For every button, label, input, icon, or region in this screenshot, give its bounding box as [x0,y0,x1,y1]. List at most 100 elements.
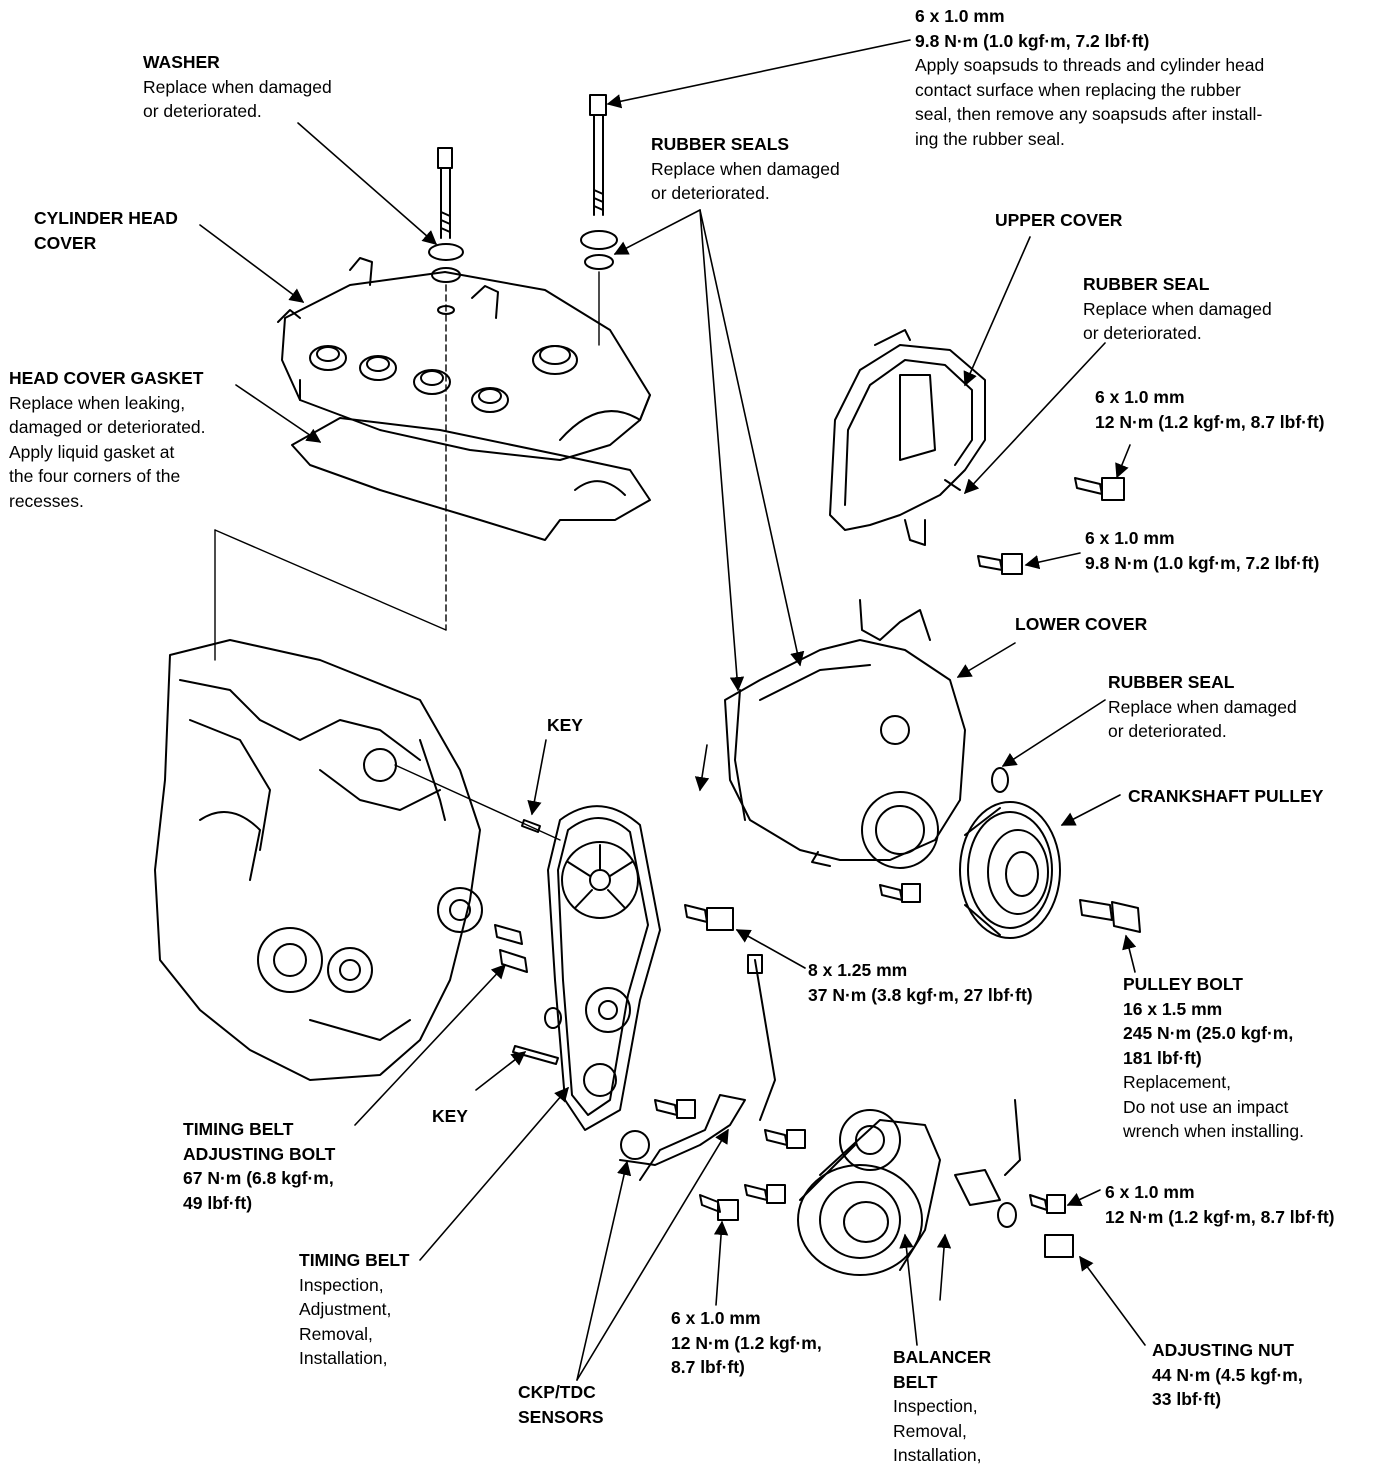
top-bolt-size: 6 x 1.0 mm [915,6,1005,26]
head-cover-gasket [291,417,651,541]
bolt-ckp-torque-1: 12 N·m (1.2 kgf·m, [671,1332,822,1353]
rubber-seal-lower-note-2: or deteriorated. [1108,721,1227,741]
cylinder-head-cover-label: CYLINDER HEAD COVER [34,206,178,255]
pulley-bolt-torque-2: 181 lbf·ft) [1123,1047,1202,1068]
rubber-seal-upper-label: RUBBER SEAL Replace when damaged or dete… [1083,272,1272,346]
bolt-upper-cover-b-size: 6 x 1.0 mm [1085,528,1175,548]
rubber-seals-label: RUBBER SEALS Replace when damaged or det… [651,132,840,206]
washer-title: WASHER [143,52,220,72]
pulley-bolt-label: PULLEY BOLT 16 x 1.5 mm 245 N·m (25.0 kg… [1123,972,1304,1144]
timing-belt-title: TIMING BELT [299,1250,410,1270]
bolt-upper-cover-a-label: 6 x 1.0 mm 12 N·m (1.2 kgf·m, 8.7 lbf·ft… [1095,385,1324,434]
washer-note-1: Replace when damaged [143,76,332,97]
head-cover-gasket-note-5: recesses. [9,490,84,511]
washer-bolt [428,147,464,631]
washer-label: WASHER Replace when damaged or deteriora… [143,50,332,124]
timing-belt-note-1: Inspection, [299,1274,384,1295]
balancer-belt-note-3: Installation, [893,1445,982,1465]
upper-cover-title: UPPER COVER [995,210,1123,230]
bolt-8x125-size: 8 x 1.25 mm [808,960,908,980]
top-bolt-note-4: ing the rubber seal. [915,128,1065,149]
lower-cover [724,599,966,869]
washer-note-2: or deteriorated. [143,101,262,121]
adjusting-nut-title: ADJUSTING NUT [1152,1340,1294,1360]
ckp-tdc-sensor-drawing [619,954,1074,1258]
engine-block [154,639,561,1081]
timing-belt-note-3: Removal, [299,1323,373,1344]
adjusting-nut-label: ADJUSTING NUT 44 N·m (4.5 kgf·m, 33 lbf·… [1152,1338,1303,1412]
rubber-seals-title: RUBBER SEALS [651,134,790,154]
leader-lines [199,39,1146,1381]
pulley-bolt-title: PULLEY BOLT [1123,974,1243,994]
adjusting-nut-torque-1: 44 N·m (4.5 kgf·m, [1152,1364,1303,1385]
bolt-ckp-label: 6 x 1.0 mm 12 N·m (1.2 kgf·m, 8.7 lbf·ft… [671,1306,822,1380]
rubber-seal-lower-label: RUBBER SEAL Replace when damaged or dete… [1108,670,1297,744]
key-lower-title: KEY [432,1106,468,1126]
lower-cover-label: LOWER COVER [1015,612,1147,637]
timing-belt-drawing [544,805,661,1131]
rubber-seal-lower-drawing [991,767,1009,793]
timing-belt-adjusting-bolt-label: TIMING BELT ADJUSTING BOLT 67 N·m (6.8 k… [183,1117,335,1215]
pulley-bolt-note-3: wrench when installing. [1123,1121,1304,1141]
balancer-belt-drawing [797,1109,941,1276]
upper-cover-label: UPPER COVER [995,208,1122,233]
pulley-bolt-note-2: Do not use an impact [1123,1096,1289,1117]
pulley-bolt-size: 16 x 1.5 mm [1123,998,1223,1019]
ckp-tdc-sensors-label: CKP/TDC SENSORS [518,1380,604,1429]
rubber-seals-note-1: Replace when damaged [651,158,840,179]
head-cover-gasket-title: HEAD COVER GASKET [9,368,204,388]
key-lower-drawing [512,1045,559,1065]
head-cover-gasket-note-1: Replace when leaking, [9,392,186,413]
balancer-belt-note-2: Removal, [893,1420,967,1441]
head-cover-gasket-note-4: the four corners of the [9,466,181,486]
bolt-ckp-size: 6 x 1.0 mm [671,1308,761,1328]
pulley-bolt-torque-1: 245 N·m (25.0 kgf·m, [1123,1023,1294,1043]
bolt-ckp-torque-2: 8.7 lbf·ft) [671,1357,745,1377]
adjusting-bolt-line-4: 49 lbf·ft) [183,1192,253,1213]
rubber-seal-lower-note-1: Replace when damaged [1108,696,1297,717]
top-bolt-label: 6 x 1.0 mm 9.8 N·m (1.0 kgf·m, 7.2 lbf·f… [915,4,1264,151]
crankshaft-pulley-drawing [959,801,1061,939]
rubber-seal-upper-title: RUBBER SEAL [1083,274,1210,294]
pulley-bolt-note-1: Replacement, [1123,1072,1231,1092]
adjusting-nut-torque-2: 33 lbf·ft) [1152,1389,1222,1409]
rubber-seal-upper-note-2: or deteriorated. [1083,323,1202,343]
pulley-bolt-drawing [1079,899,1141,933]
top-bolt-note-1: Apply soapsuds to threads and cylinder h… [915,55,1265,75]
bolt-upper-cover-a-torque: 12 N·m (1.2 kgf·m, 8.7 lbf·ft) [1095,411,1325,432]
bolt-tensioner-size: 6 x 1.0 mm [1105,1182,1195,1202]
cylinder-head-cover-line-2: COVER [34,232,97,253]
adjusting-bolt-line-2: ADJUSTING BOLT [183,1143,336,1164]
balancer-belt-title-1: BALANCER [893,1347,992,1367]
top-bolt-torque: 9.8 N·m (1.0 kgf·m, 7.2 lbf·ft) [915,30,1150,51]
timing-belt-label: TIMING BELT Inspection, Adjustment, Remo… [299,1248,410,1371]
rubber-seal-upper-note-1: Replace when damaged [1083,298,1272,319]
rubber-seal-lower-title: RUBBER SEAL [1108,672,1235,692]
cylinder-head-cover [277,257,651,461]
key-upper-drawing [521,819,541,833]
adjusting-bolt-line-1: TIMING BELT [183,1119,294,1139]
bolt-tensioner-label: 6 x 1.0 mm 12 N·m (1.2 kgf·m, 8.7 lbf·ft… [1105,1180,1334,1229]
adjusting-bolt-line-3: 67 N·m (6.8 kgf·m, [183,1168,334,1188]
timing-belt-note-2: Adjustment, [299,1299,392,1319]
head-cover-gasket-note-2: damaged or deteriorated. [9,417,206,437]
rubber-seal-bolt [580,94,618,346]
crankshaft-pulley-title: CRANKSHAFT PULLEY [1128,786,1324,806]
bolt-tensioner-torque: 12 N·m (1.2 kgf·m, 8.7 lbf·ft) [1105,1206,1335,1227]
rubber-seals-note-2: or deteriorated. [651,183,770,203]
bolt-upper-cover-b-label: 6 x 1.0 mm 9.8 N·m (1.0 kgf·m, 7.2 lbf·f… [1085,526,1319,575]
head-cover-gasket-note-3: Apply liquid gasket at [9,441,175,462]
upper-cover [829,329,986,546]
cylinder-head-cover-line-1: CYLINDER HEAD [34,208,178,228]
balancer-belt-label: BALANCER BELT Inspection, Removal, Insta… [893,1345,991,1468]
key-upper-title: KEY [547,715,583,735]
small-bolts [494,477,1125,1221]
bolt-8x125-torque: 37 N·m (3.8 kgf·m, 27 lbf·ft) [808,984,1033,1005]
balancer-belt-title-2: BELT [893,1371,938,1392]
bolt-8x125-label: 8 x 1.25 mm 37 N·m (3.8 kgf·m, 27 lbf·ft… [808,958,1033,1007]
timing-belt-note-4: Installation, [299,1348,388,1368]
bolt-upper-cover-b-torque: 9.8 N·m (1.0 kgf·m, 7.2 lbf·ft) [1085,552,1320,573]
top-bolt-note-3: seal, then remove any soapsuds after ins… [915,104,1263,124]
bolt-upper-cover-a-size: 6 x 1.0 mm [1095,387,1185,407]
